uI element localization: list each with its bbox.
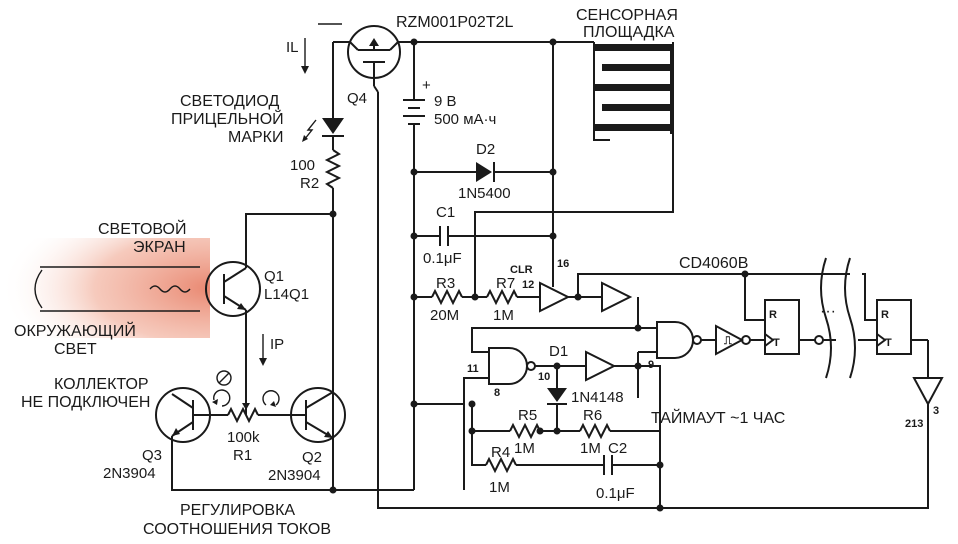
flip-flop-first: R T [764,299,836,355]
r2-ref: R2 [300,175,319,192]
r2-value: 100 [290,157,315,174]
led-label-2: ПРИЦЕЛЬНОЙ [171,109,284,128]
r6-ref: R6 [583,407,602,424]
d1-ref: D1 [549,343,568,360]
d1-diode [547,366,567,431]
pin-12: 12 [522,279,534,291]
q3-part: 2N3904 [103,465,156,482]
r4-value: 1M [489,479,510,496]
d1-part: 1N4148 [571,389,624,406]
il-label: IL [286,39,299,56]
divider-tap: 213 [905,418,923,430]
screen-label-2: ЭКРАН [133,239,186,256]
battery-voltage: 9 В [434,93,457,110]
pin-8: 8 [494,387,500,399]
pin-10: 10 [538,371,550,383]
battery [403,42,425,490]
ip-arrow [259,334,267,366]
q4-part-label: RZM001P02T2L [396,14,513,31]
touch-pad-label-2: ПЛОЩАДКА [583,24,675,41]
r3-ref: R3 [436,275,455,292]
ip-label: IP [270,336,284,353]
il-arrow: IL [286,23,342,74]
r1-potentiometer [212,370,292,424]
nand-gate-upper: ⎍ [471,297,765,359]
r4-ref: R4 [491,444,510,461]
output-buffer [373,85,944,509]
adjust-label-1: РЕГУЛИРОВКА [180,502,295,519]
schmitt-glyph: ⎍ [723,335,732,347]
d2-diode [414,162,557,182]
c2-ref: C2 [608,440,627,457]
r3-r7-network [414,288,540,306]
q3-ref: Q3 [142,447,162,464]
touch-pad-label-1: СЕНСОРНАЯ [576,7,678,24]
r7-ref: R7 [496,275,515,292]
adjust-label-2: СООТНОШЕНИЯ ТОКОВ [143,521,331,538]
c2-value: 0.1μF [596,485,635,502]
q1-phototransistor [205,213,333,415]
r5-ref: R5 [518,407,537,424]
light-beam [0,238,210,338]
q2-transistor [290,387,346,443]
q1-part: L14Q1 [264,286,309,303]
q2-part: 2N3904 [268,467,321,484]
d2-part: 1N5400 [458,185,511,202]
r7-value: 1M [493,307,514,324]
c1-ref: C1 [436,204,455,221]
input-buffers [539,270,850,321]
q1-ref: Q1 [264,268,284,285]
counter-label: CD4060B [679,255,748,272]
r6-value: 1M [580,440,601,457]
screen-label-1: СВЕТОВОЙ [98,219,186,238]
ff1-t: T [773,337,780,349]
flip-flop-last: R T [858,273,929,378]
led-label-3: МАРКИ [228,129,284,146]
break-marks [820,257,856,379]
top-rail [333,38,594,46]
ellipsis: ··· [820,303,836,320]
q4-ref: Q4 [347,90,367,107]
r3-value: 20M [430,307,459,324]
r5-value: 1M [514,440,535,457]
collector-label-2: НЕ ПОДКЛЮЧЕН [21,394,150,411]
ff2-t: T [885,337,892,349]
ambient-label-1: ОКРУЖАЮЩИЙ [14,321,136,340]
r1-value: 100k [227,429,260,446]
r1-ref: R1 [233,447,252,464]
battery-plus: + [422,77,431,94]
touch-pad [474,42,674,297]
led-label-1: СВЕТОДИОД [180,93,279,110]
q3-transistor [155,387,414,494]
ff1-r: R [769,309,777,321]
clr-label: CLR [510,264,533,276]
led-branch [302,42,344,490]
q2-ref: Q2 [302,449,322,466]
ambient-label-2: СВЕТ [54,341,97,358]
collector-label-1: КОЛЛЕКТОР [54,376,149,393]
c1-value: 0.1μF [423,250,462,267]
pin-3: 3 [933,405,939,417]
c1-capacitor [414,226,557,246]
rc-network [468,365,664,512]
pin-11: 11 [467,363,479,375]
timeout-label: ТАЙМАУТ ~1 ЧАС [651,408,785,427]
ff2-r: R [881,309,889,321]
d2-ref: D2 [476,141,495,158]
battery-capacity: 500 мА·ч [434,111,496,128]
pin-16: 16 [557,258,569,270]
q4-mosfet: Q4 [347,25,401,107]
